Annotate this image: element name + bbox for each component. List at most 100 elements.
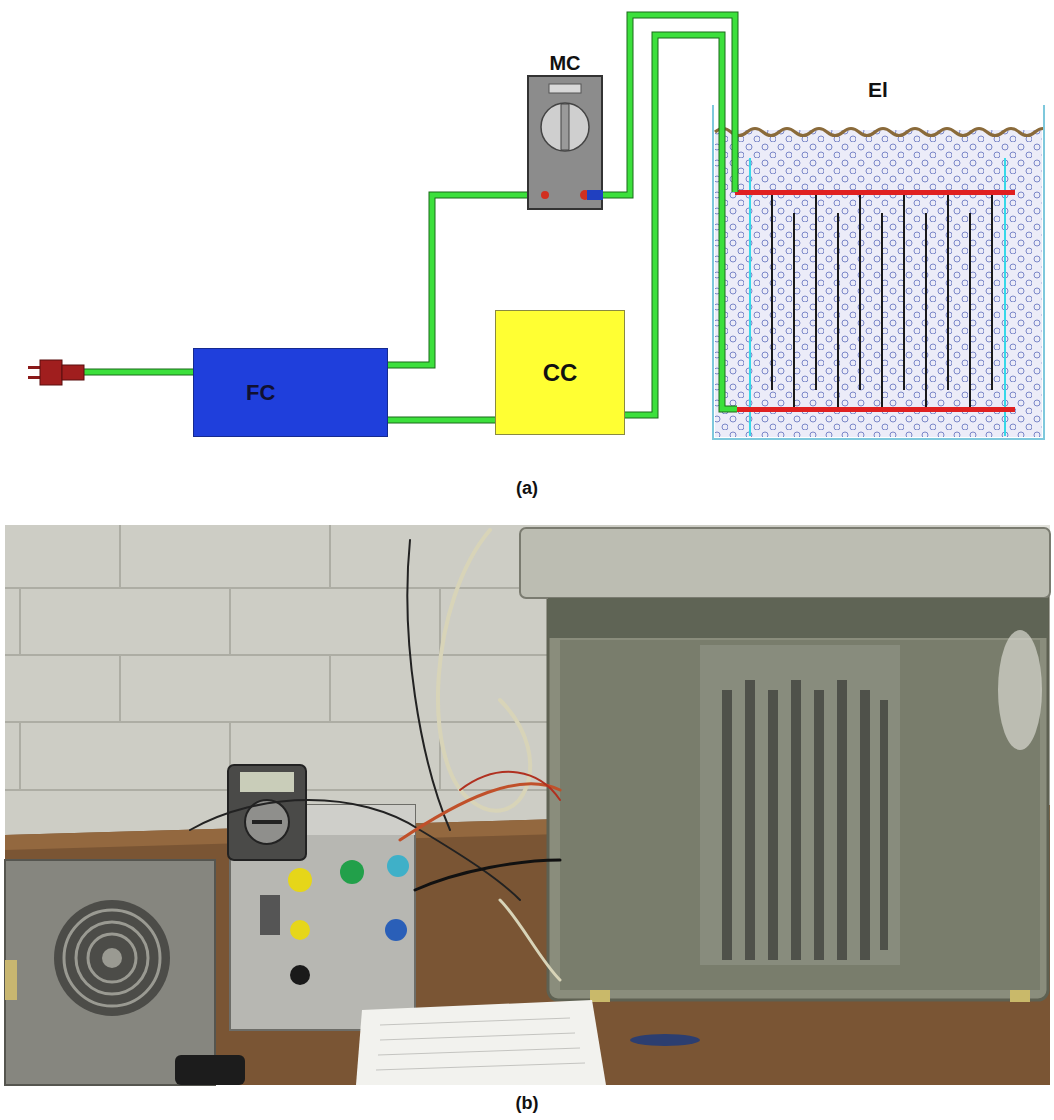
- drawing-part: [541, 191, 549, 199]
- drawing-part: [837, 213, 839, 410]
- drawing-part: [385, 919, 407, 941]
- drawing-part: [190, 800, 520, 900]
- drawing-part: [28, 376, 40, 379]
- drawing-part: [415, 860, 560, 890]
- plug-symbol: [28, 360, 84, 385]
- drawing-part: [376, 1063, 585, 1070]
- drawing-part: [793, 213, 795, 410]
- drawing-part: [500, 900, 560, 980]
- drawing-part: [5, 960, 17, 1000]
- drawing-part: [5, 525, 1050, 1085]
- panel-label: (a): [516, 478, 538, 499]
- drawing-part: [815, 193, 817, 390]
- node-label: CC: [543, 359, 578, 387]
- drawing-part: [380, 1018, 570, 1025]
- drawing-part: [329, 525, 331, 588]
- photo-phone: [175, 1055, 245, 1085]
- drawing-part: [5, 860, 215, 1085]
- drawing-part: [1010, 990, 1030, 1002]
- drawing-part: [991, 193, 993, 390]
- drawing-part: [119, 525, 121, 588]
- drawing-part: [859, 193, 861, 390]
- electrolytic-tank: El: [712, 78, 1045, 440]
- panel-label: (b): [516, 1093, 539, 1114]
- node-label: FC: [246, 380, 275, 406]
- drawing-part: [722, 78, 737, 409]
- drawing-part: [76, 922, 148, 994]
- drawing-part: [119, 655, 121, 722]
- photo-power-supply: [5, 860, 215, 1085]
- node-label: El: [868, 78, 888, 102]
- drawing-part: [732, 78, 739, 192]
- node-label: MC: [527, 52, 603, 74]
- drawing-part: [84, 370, 194, 375]
- current-controller-box: CC: [495, 310, 625, 435]
- photo-cables: [190, 530, 560, 980]
- drawing-part: [715, 130, 1042, 437]
- drawing-part: [240, 772, 294, 792]
- drawing-part: [735, 407, 1015, 412]
- drawing-part: [54, 900, 170, 1016]
- photo-paper: [356, 1000, 606, 1085]
- drawing-part: [380, 1033, 575, 1040]
- drawing-part: [460, 772, 560, 800]
- drawing-part: [102, 948, 122, 968]
- photo-tank: [520, 528, 1050, 1002]
- drawing-part: [28, 366, 40, 369]
- power-source-box: FC: [193, 348, 388, 437]
- drawing-part: [560, 640, 1040, 990]
- drawing-part: [40, 360, 62, 385]
- drawing-part: [590, 990, 610, 1002]
- inner-wire: [722, 78, 737, 409]
- drawing-part: [407, 540, 450, 830]
- drawing-part: [228, 765, 306, 860]
- drawing-part: [62, 365, 84, 380]
- drawing-part: [438, 530, 530, 811]
- drawing-part: [378, 1048, 580, 1055]
- drawing-part: [19, 722, 21, 790]
- drawing-part: [520, 528, 1050, 598]
- drawing-part: [735, 190, 1015, 195]
- drawing-part: [713, 105, 1044, 439]
- drawing-part: [229, 588, 231, 655]
- drawing-part: [400, 784, 560, 840]
- drawing-part: [969, 213, 971, 410]
- drawing-part: [561, 104, 569, 150]
- lab-photo: [5, 525, 1050, 1085]
- drawing-part: [5, 587, 560, 589]
- drawing-part: [64, 910, 160, 1006]
- drawing-part: [548, 598, 1048, 638]
- wire-line: [388, 418, 495, 423]
- drawing-part: [1004, 158, 1006, 436]
- drawing-part: [5, 654, 560, 656]
- photo-multimeter: [228, 765, 306, 860]
- wire-line: [388, 417, 495, 424]
- drawing-part: [376, 1018, 585, 1070]
- drawing-part: [722, 78, 737, 409]
- drawing-part: [541, 103, 589, 151]
- drawing-part: [290, 920, 310, 940]
- wire: [388, 420, 495, 421]
- plug-cord: [84, 372, 194, 373]
- drawing-part: [387, 855, 409, 877]
- drawing-part: [252, 820, 282, 824]
- drawing-part: [290, 965, 310, 985]
- drawing-part: [772, 193, 992, 410]
- electrolytic-tank-symbol: [712, 78, 1045, 440]
- photo-air-stone: [630, 1034, 700, 1046]
- drawing-part: [903, 193, 905, 390]
- drawing-part: [548, 545, 1048, 1000]
- drawing-part: [5, 721, 560, 723]
- drawing-part: [587, 190, 603, 200]
- wire: [625, 35, 722, 415]
- drawing-part: [340, 860, 364, 884]
- drawing-part: [528, 76, 602, 209]
- drawing-part: [998, 630, 1042, 750]
- drawing-part: [84, 369, 194, 376]
- drawing-part: [549, 84, 581, 93]
- drawing-part: [733, 78, 738, 192]
- wire-line: [625, 35, 722, 415]
- drawing-part: [329, 655, 331, 722]
- drawing-part: [700, 645, 900, 965]
- drawing-part: [88, 934, 136, 982]
